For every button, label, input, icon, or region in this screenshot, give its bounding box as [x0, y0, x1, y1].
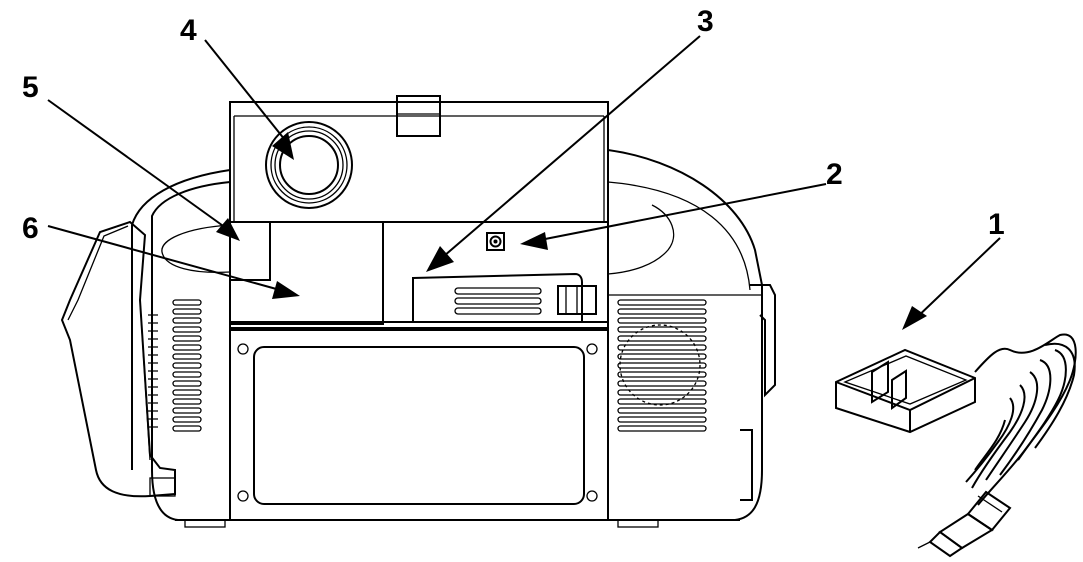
power-adapter-icon [835, 333, 1077, 558]
left-housing [60, 169, 231, 521]
arrow-icon [902, 306, 927, 330]
left-side-ribs [148, 314, 158, 428]
arrow-icon [272, 132, 294, 160]
lid [229, 95, 609, 223]
arrow-icon [426, 246, 454, 272]
callout-1: 1 [988, 208, 1005, 241]
right-housing [607, 149, 776, 521]
callout-2: 2 [826, 158, 843, 191]
callout-6: 6 [22, 212, 39, 245]
arrow-icon [216, 218, 240, 241]
arrow-icon [272, 281, 300, 299]
right-grille-icon [617, 299, 707, 432]
arrow-icon [520, 232, 548, 250]
leader-arrows [47, 35, 1001, 330]
callout-5: 5 [22, 71, 39, 104]
speaker-icon [265, 121, 353, 209]
left-grille-icon [172, 299, 202, 432]
callout-labels: 1 2 3 4 5 6 [22, 5, 1005, 245]
front-panel [175, 329, 740, 528]
battery-cover [412, 272, 597, 323]
callout-4: 4 [180, 14, 197, 47]
callout-3: 3 [697, 5, 714, 38]
dc-jack-icon [486, 232, 505, 251]
